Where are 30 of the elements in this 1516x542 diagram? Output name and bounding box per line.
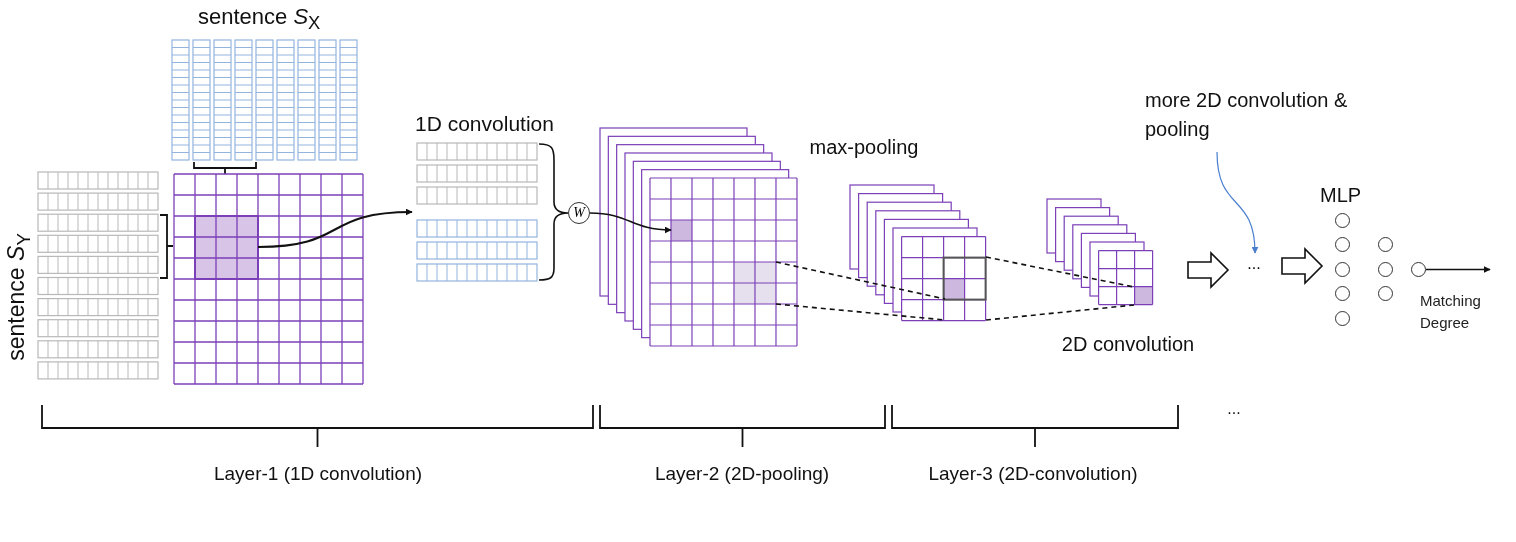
arrow (257, 208, 413, 248)
neuron-circle (1411, 262, 1426, 277)
arrow (589, 212, 672, 234)
layer-label: MLP (1320, 184, 1362, 207)
weight-circle: W (568, 202, 590, 224)
caption-text: Layer-2 (2D-pooling) (654, 463, 830, 485)
block-arrow (1187, 251, 1230, 289)
neuron-circle (1335, 262, 1350, 277)
neuron-circle (1378, 262, 1393, 277)
neuron-circle (1335, 213, 1350, 228)
neuron-circle (1335, 311, 1350, 326)
caption-text: Layer-3 (2D-convolution) (928, 463, 1138, 485)
ellipsis-text: ... (1246, 255, 1262, 274)
neuron-circle (1335, 286, 1350, 301)
neuron-circle (1378, 237, 1393, 252)
caption-text: Layer-1 (1D convolution) (214, 463, 422, 485)
block-arrow (1281, 247, 1324, 285)
caption-text: 2D convolution (1061, 333, 1195, 356)
leader-line (1216, 151, 1259, 254)
neuron-circle (1378, 286, 1393, 301)
annotation-text: more 2D convolution & pooling (1145, 88, 1349, 142)
arrow (1425, 266, 1491, 273)
caption-text: max-pooling (809, 136, 919, 159)
caption-text: ... (1227, 400, 1241, 418)
dashed-projection-line (985, 256, 1135, 288)
dashed-projection-line (985, 304, 1135, 321)
dashed-projection-line (775, 261, 946, 300)
neuron-circle (1335, 237, 1350, 252)
operation-label: 1D convolution (415, 112, 554, 137)
sentence-label: sentence S$_{X}$ (198, 4, 321, 34)
